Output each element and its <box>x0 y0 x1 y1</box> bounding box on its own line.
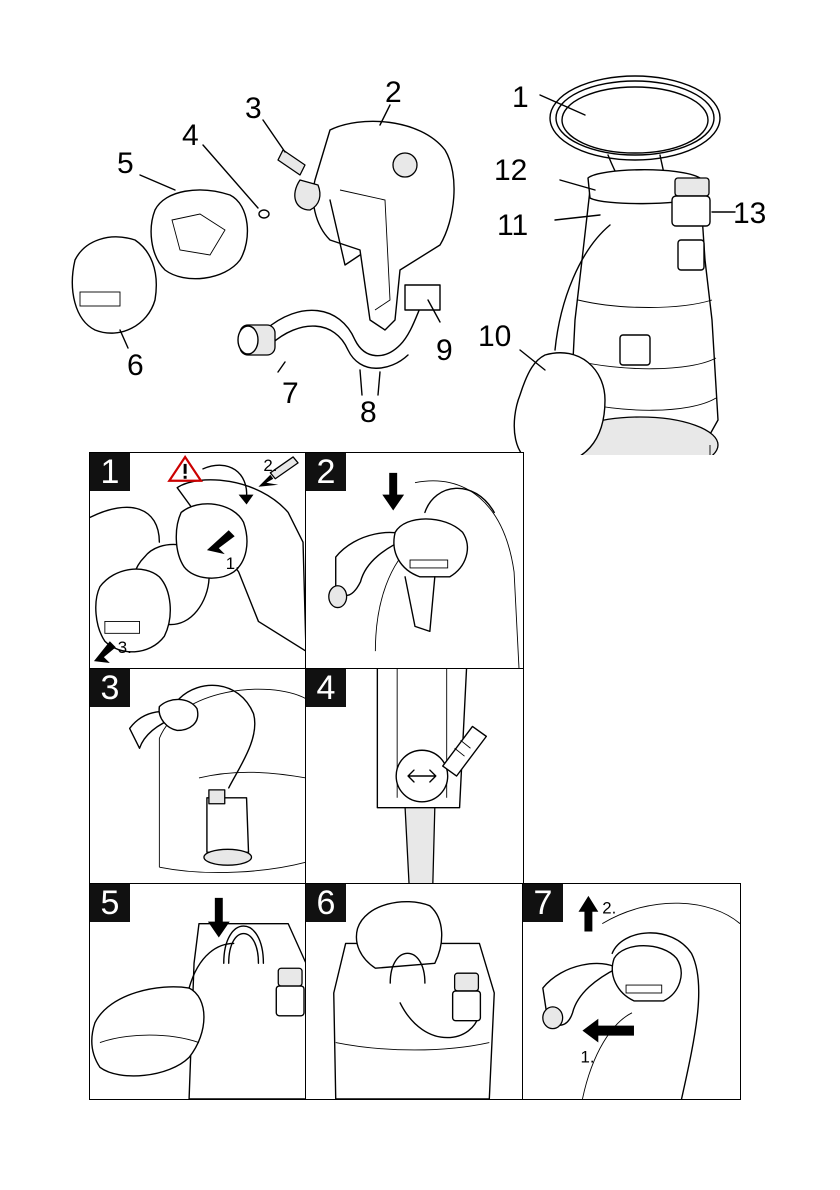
step-label-1: 1. <box>580 1047 594 1066</box>
part-inner-cover <box>140 175 247 279</box>
part-hose-connector <box>238 290 430 395</box>
callout-7: 7 <box>282 377 299 410</box>
panel-number: 6 <box>306 884 346 922</box>
step-panel-4: 4 <box>305 668 524 885</box>
callout-5: 5 <box>117 147 134 180</box>
part-front-cover <box>72 237 156 348</box>
panel-number: 7 <box>523 884 563 922</box>
callout-8: 8 <box>360 396 377 429</box>
part-pump-body <box>514 170 718 455</box>
callout-6: 6 <box>127 349 144 382</box>
callout-9: 9 <box>436 334 453 367</box>
panel-number: 5 <box>90 884 130 922</box>
exploded-parts-diagram: 1 2 3 4 5 6 7 8 9 10 11 12 13 <box>0 0 840 455</box>
panel-number: 2 <box>306 453 346 491</box>
callout-4: 4 <box>182 119 199 152</box>
step-label-2: 2. <box>602 899 616 918</box>
part-cable-coil <box>550 76 720 180</box>
step-panel-7: 7 2. 1. <box>522 883 741 1100</box>
callout-13: 13 <box>733 197 766 230</box>
step-label-2: 2. <box>263 456 277 475</box>
callout-3: 3 <box>245 92 262 125</box>
callout-2: 2 <box>385 76 402 109</box>
step-panel-1: 1 2. 1. 3. <box>89 452 307 670</box>
step-label-3: 3. <box>118 638 132 657</box>
panel-number: 1 <box>90 453 130 491</box>
callout-1: 1 <box>512 81 529 114</box>
part-clip <box>263 120 305 175</box>
callout-10: 10 <box>478 320 511 353</box>
part-holder <box>405 285 440 322</box>
step-panel-2: 2 <box>305 452 524 670</box>
panel-number: 3 <box>90 669 130 707</box>
step-panel-3: 3 <box>89 668 307 885</box>
warning-triangle-icon <box>169 457 201 481</box>
panel-number: 4 <box>306 669 346 707</box>
callout-11: 11 <box>497 209 528 242</box>
callout-12: 12 <box>494 154 527 187</box>
step-panel-5: 5 <box>89 883 307 1100</box>
step-panel-6: 6 <box>305 883 524 1100</box>
step-label-1: 1. <box>226 554 240 573</box>
